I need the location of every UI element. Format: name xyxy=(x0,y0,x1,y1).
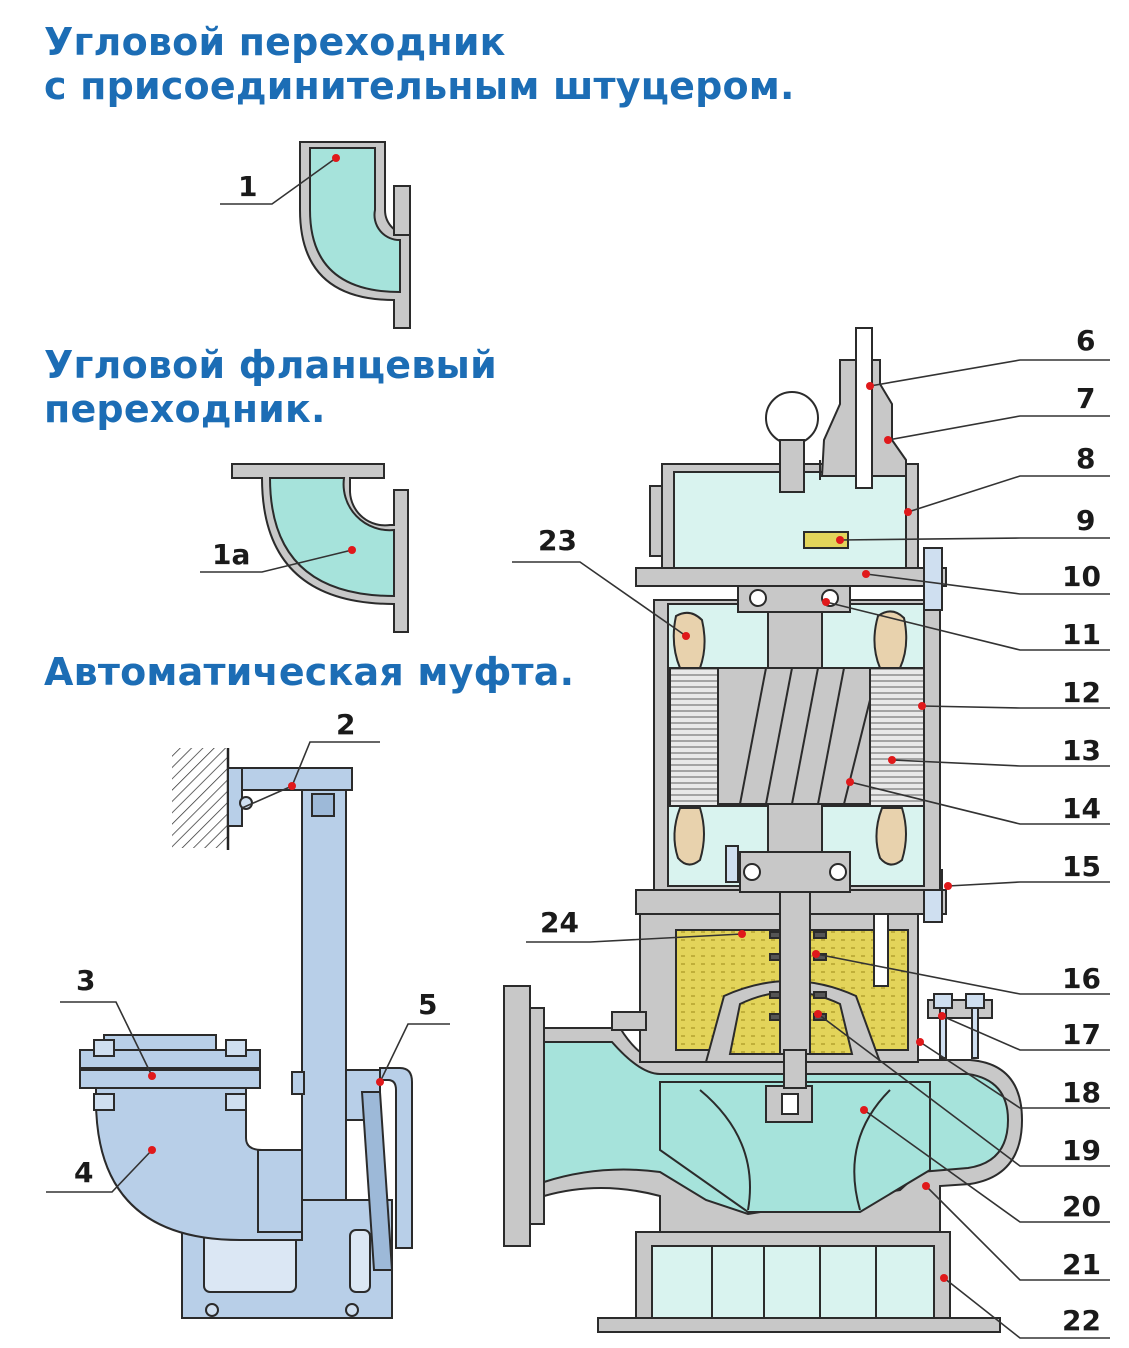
label-11: 11 xyxy=(1062,618,1101,651)
flange-elbow-part xyxy=(231,463,409,633)
label-15: 15 xyxy=(1062,850,1101,883)
label-23: 23 xyxy=(538,524,577,557)
label-5: 5 xyxy=(418,988,437,1021)
label-14: 14 xyxy=(1062,792,1101,825)
label-7: 7 xyxy=(1076,382,1095,415)
label-8: 8 xyxy=(1076,442,1095,475)
label-1: 1 xyxy=(238,170,257,203)
label-4: 4 xyxy=(74,1156,93,1189)
label-18: 18 xyxy=(1062,1076,1101,1109)
label-20: 20 xyxy=(1062,1190,1101,1223)
leader-lines xyxy=(46,154,1110,1339)
label-21: 21 xyxy=(1062,1248,1101,1281)
label-3: 3 xyxy=(76,964,95,997)
heading-auto-coupling: Автоматическая муфта. xyxy=(44,650,575,694)
label-6: 6 xyxy=(1076,324,1095,357)
label-22: 22 xyxy=(1062,1304,1101,1337)
pump-section xyxy=(503,327,1024,1333)
label-10: 10 xyxy=(1062,560,1101,593)
label-1a: 1a xyxy=(212,538,250,571)
label-24: 24 xyxy=(540,906,579,939)
label-19: 19 xyxy=(1062,1134,1101,1167)
heading-angle-adapter-fitting: Угловой переходник с присоединительным ш… xyxy=(44,20,795,108)
label-16: 16 xyxy=(1062,962,1101,995)
part-labels: 1 1a 2 3 4 5 6 7 8 9 10 11 12 13 14 15 1… xyxy=(74,170,1101,1337)
label-9: 9 xyxy=(1076,504,1095,537)
label-2: 2 xyxy=(336,708,355,741)
label-12: 12 xyxy=(1062,676,1101,709)
heading-angle-flange-adapter: Угловой фланцевый переходник. xyxy=(44,343,497,431)
auto-coupling-assembly xyxy=(79,748,413,1319)
label-13: 13 xyxy=(1062,734,1101,767)
elbow-fitting-part xyxy=(299,141,411,329)
label-17: 17 xyxy=(1062,1018,1101,1051)
